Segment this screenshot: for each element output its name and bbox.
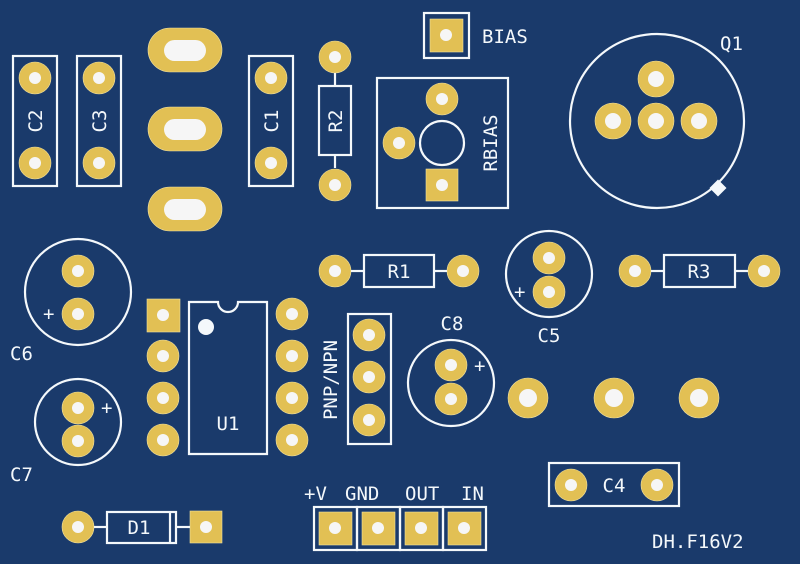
d1-label: D1 bbox=[128, 517, 151, 539]
label-in: IN bbox=[461, 483, 484, 505]
capacitor-c4: C4 bbox=[547, 461, 681, 508]
c6-polarity: + bbox=[43, 303, 54, 325]
capacitor-c2: C2 bbox=[11, 54, 59, 188]
c2-label: C2 bbox=[25, 110, 47, 133]
trimmer-rbias: RBIAS bbox=[375, 76, 510, 210]
jumper-pnp-npn: PNP/NPN bbox=[320, 312, 393, 446]
c4-label: C4 bbox=[603, 475, 626, 497]
bias-label: BIAS bbox=[482, 26, 528, 48]
pot-pads bbox=[147, 27, 223, 232]
c7-polarity: + bbox=[101, 397, 112, 419]
io-connector: +V GND OUT IN bbox=[304, 483, 488, 552]
pnp-npn-label: PNP/NPN bbox=[320, 340, 342, 420]
diode-d1: D1 bbox=[61, 510, 223, 545]
transistor-q1: Q1 bbox=[568, 32, 746, 210]
r3-label: R3 bbox=[688, 261, 711, 283]
label-gnd: GND bbox=[345, 483, 379, 505]
capacitor-c3: C3 bbox=[75, 54, 123, 188]
footswitch-pads bbox=[507, 377, 720, 419]
resistor-r2: R2 bbox=[317, 40, 353, 202]
label-out: OUT bbox=[405, 483, 439, 505]
c8-polarity: + bbox=[474, 355, 485, 377]
rbias-label: RBIAS bbox=[480, 114, 502, 171]
capacitor-c5: + C5 bbox=[504, 229, 594, 347]
c1-label: C1 bbox=[261, 110, 283, 133]
capacitor-c7: + C7 bbox=[10, 377, 123, 486]
capacitor-c1: C1 bbox=[247, 54, 295, 188]
revision-label: DH.F16V2 bbox=[652, 531, 744, 553]
label-plus-v: +V bbox=[304, 483, 327, 505]
c7-label: C7 bbox=[10, 464, 33, 486]
c3-label: C3 bbox=[89, 110, 111, 133]
resistor-r3: R3 bbox=[618, 253, 781, 289]
c6-label: C6 bbox=[10, 343, 33, 365]
capacitor-c8: + C8 bbox=[406, 313, 496, 428]
q1-label: Q1 bbox=[720, 33, 743, 55]
ic-u1: U1 bbox=[146, 297, 309, 457]
c5-label: C5 bbox=[538, 325, 561, 347]
r1-label: R1 bbox=[388, 261, 411, 283]
c8-label: C8 bbox=[441, 313, 464, 335]
capacitor-c6: + C6 bbox=[10, 237, 133, 365]
u1-label: U1 bbox=[217, 413, 240, 435]
c5-polarity: + bbox=[514, 281, 525, 303]
r2-label: R2 bbox=[325, 110, 347, 133]
resistor-r1: R1 bbox=[318, 253, 480, 289]
bias-test-point: BIAS bbox=[422, 11, 528, 60]
